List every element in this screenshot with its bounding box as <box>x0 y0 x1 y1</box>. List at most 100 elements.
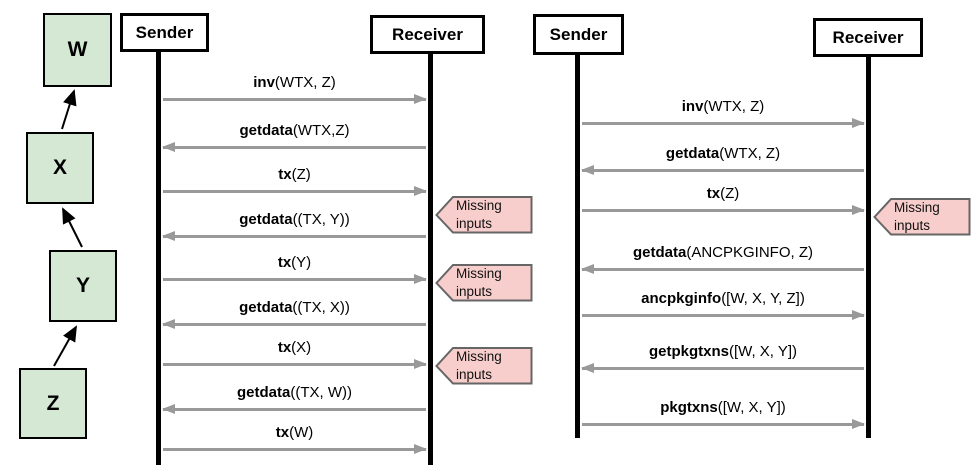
message-verb: getpkgtxns <box>648 343 729 360</box>
message-args: ((TX, W)) <box>290 384 352 401</box>
chain-node-z-label: Z <box>46 391 60 415</box>
message-verb: getdata <box>665 145 720 162</box>
arrow-right-icon <box>163 274 427 284</box>
diagram2-receiver-label: Receiver <box>832 27 904 47</box>
diagram2-receiver-lifeline <box>866 57 871 438</box>
message-verb: inv <box>253 74 275 91</box>
callout-shape-icon <box>873 198 971 236</box>
chain-node-w: W <box>43 13 112 87</box>
message-args: (W) <box>289 424 314 441</box>
message-verb: getdata <box>632 244 687 261</box>
message-args: (WTX, Z) <box>274 74 336 91</box>
diagram2-messages: inv(WTX, Z) getdata(WTX, Z) tx(Z) getdat… <box>581 0 865 473</box>
callout-missing-inputs: Missing inputs <box>435 264 533 302</box>
message-verb: getdata <box>239 122 293 139</box>
arrow-right-icon <box>582 419 865 429</box>
chain-arrow-y-to-x-icon <box>62 207 83 248</box>
message-args: ([W, X, Y]) <box>728 343 798 360</box>
message-label: getdata((TX, X)) <box>163 299 426 316</box>
arrow-left-icon <box>581 165 864 175</box>
message-args: ([W, X, Y, Z]) <box>721 290 805 307</box>
message-label: ancpkginfo([W, X, Y, Z]) <box>582 290 864 307</box>
message-row: getdata(WTX, Z) <box>581 145 864 177</box>
message-args: (WTX, Z) <box>719 145 781 162</box>
message-row: getdata(WTX,Z) <box>162 122 426 154</box>
callout-text: Missing inputs <box>456 266 502 299</box>
message-verb: getdata <box>239 299 293 316</box>
message-args: (X) <box>291 339 312 356</box>
callout-missing-inputs: Missing inputs <box>873 198 971 236</box>
callout-missing-inputs: Missing inputs <box>435 347 533 385</box>
diagram2-sender-lifeline <box>575 55 580 438</box>
arrow-right-icon <box>582 118 865 128</box>
arrow-right-icon <box>163 359 427 369</box>
message-row: getdata((TX, Y)) <box>162 211 426 243</box>
chain-node-y-label: Y <box>75 274 90 297</box>
arrow-left-icon <box>162 231 426 241</box>
message-label: getdata(WTX, Z) <box>582 145 864 162</box>
message-row: tx(Z) <box>582 185 865 217</box>
message-args: (WTX, Z) <box>703 98 765 115</box>
diagram2-sender-box: Sender <box>533 14 624 55</box>
arrow-right-icon <box>582 310 865 320</box>
chain-node-x-label: X <box>52 156 67 179</box>
diagram1-receiver-lifeline <box>428 54 433 465</box>
message-verb: pkgtxns <box>660 399 718 416</box>
message-row: tx(W) <box>163 424 427 456</box>
message-row: pkgtxns([W, X, Y]) <box>582 399 865 431</box>
diagram1-sender-label: Sender <box>135 22 194 42</box>
message-label: tx(Y) <box>163 254 426 271</box>
message-verb: inv <box>681 98 704 115</box>
message-label: tx(X) <box>163 339 426 356</box>
diagram1-messages: inv(WTX, Z) getdata(WTX,Z) tx(Z) getdata… <box>162 0 427 473</box>
diagram1-sender-lifeline <box>156 52 161 465</box>
callout-shape-icon <box>435 264 533 302</box>
diagram2-receiver-box: Receiver <box>813 18 923 57</box>
arrow-right-icon <box>163 186 427 196</box>
callout-polygon <box>435 196 533 234</box>
message-label: getdata(ANCPKGINFO, Z) <box>582 244 864 261</box>
message-args: (Z) <box>291 166 311 183</box>
callout-text: Missing inputs <box>456 349 502 382</box>
message-label: inv(WTX, Z) <box>163 74 426 91</box>
message-row: getpkgtxns([W, X, Y]) <box>581 343 864 375</box>
diagram1-sender-box: Sender <box>120 13 209 52</box>
callout-polygon <box>873 198 971 236</box>
message-label: tx(Z) <box>582 185 864 202</box>
diagram2-sender-label: Sender <box>549 24 608 44</box>
message-label: getdata((TX, Y)) <box>163 211 426 228</box>
message-row: getdata((TX, W)) <box>162 384 426 416</box>
callout-polygon <box>435 347 533 385</box>
arrow-left-icon <box>581 264 864 274</box>
arrow-right-icon <box>163 444 427 454</box>
chain-node-w-label: W <box>67 38 88 61</box>
chain-node-y: Y <box>49 250 117 322</box>
message-row: tx(X) <box>163 339 427 371</box>
message-label: getdata(WTX,Z) <box>163 122 426 139</box>
arrow-left-icon <box>162 142 426 152</box>
message-row: inv(WTX, Z) <box>163 74 427 106</box>
arrow-right-icon <box>582 205 865 215</box>
message-verb: getdata <box>239 211 293 228</box>
message-label: tx(Z) <box>163 166 426 183</box>
message-args: (Y) <box>291 254 312 271</box>
message-verb: tx <box>277 254 292 271</box>
arrow-right-icon <box>163 94 427 104</box>
message-label: getpkgtxns([W, X, Y]) <box>582 343 864 360</box>
message-row: tx(Y) <box>163 254 427 286</box>
callout-text: Missing inputs <box>894 200 940 233</box>
message-args: (ANCPKGINFO, Z) <box>686 244 813 261</box>
message-row: ancpkginfo([W, X, Y, Z]) <box>582 290 865 322</box>
message-label: inv(WTX, Z) <box>582 98 864 115</box>
message-args: ((TX, Y)) <box>292 211 350 228</box>
message-label: pkgtxns([W, X, Y]) <box>582 399 864 416</box>
callout-missing-inputs: Missing inputs <box>435 196 533 234</box>
callout-text: Missing inputs <box>456 198 502 231</box>
message-label: tx(W) <box>163 424 426 441</box>
chain-node-z: Z <box>19 368 87 439</box>
message-args: (WTX,Z) <box>292 122 350 139</box>
arrow-left-icon <box>162 319 426 329</box>
chain-arrow-x-to-w-icon <box>61 89 77 130</box>
message-row: inv(WTX, Z) <box>582 98 865 130</box>
